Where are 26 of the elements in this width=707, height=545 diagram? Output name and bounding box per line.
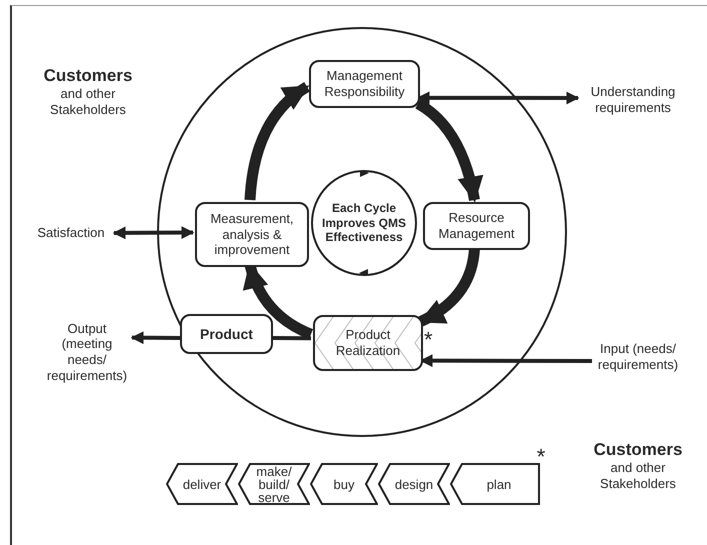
process-box: Resource Management: [423, 202, 530, 250]
cycle-arrow: [244, 82, 310, 200]
process-step: design: [378, 463, 450, 505]
group-heading: Customers: [42, 66, 134, 86]
flow-text: Input (needs/ requirements): [592, 328, 684, 386]
arrow: [112, 226, 194, 240]
process-box: Measurement, analysis & improvement: [195, 202, 309, 267]
group-note: and other Stakeholders: [599, 460, 677, 492]
process-box: Management Responsibility: [309, 60, 420, 108]
process-step: plan: [450, 463, 540, 505]
flow-text: Output (meeting needs/ requirements): [42, 316, 132, 388]
asterisk-mark: *: [424, 329, 433, 351]
cycle-arrow: [418, 248, 480, 326]
boundary-circle: [157, 27, 567, 437]
cycle-circle: Each Cycle Improves QMS Effectiveness: [311, 170, 417, 276]
flow-text: Understanding requirements: [578, 80, 688, 120]
connector-line: [272, 336, 312, 340]
process-box: Product Realization: [313, 315, 423, 371]
flow-text: Satisfaction: [28, 222, 114, 244]
group-note: and other Stakeholders: [49, 86, 127, 118]
arrow: [130, 331, 180, 344]
group-heading: Customers: [592, 440, 684, 460]
process-step: make/ build/ serve: [238, 463, 310, 505]
process-step: deliver: [166, 463, 238, 505]
process-step: buy: [310, 463, 378, 505]
cycle-arrow: [415, 98, 483, 203]
